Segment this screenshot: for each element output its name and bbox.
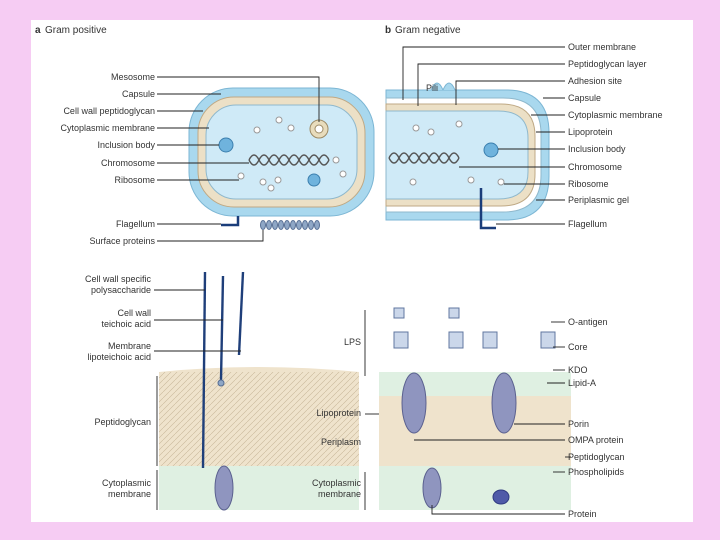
figure-panel: a Gram positive xyxy=(31,20,693,522)
label-flagellum-b: Flagellum xyxy=(568,219,607,229)
chromosome-b xyxy=(388,152,460,164)
leader-lines-b xyxy=(402,46,565,225)
label-pili: Pili xyxy=(426,83,438,93)
label-polysaccharide-2: polysaccharide xyxy=(91,285,151,295)
gram-positive-cell: a Gram positive xyxy=(35,25,375,246)
panel-a-letter: a xyxy=(35,25,41,36)
label-periplasm: Periplasm xyxy=(321,437,361,447)
flagellum-a xyxy=(221,216,240,227)
label-surface-proteins: Surface proteins xyxy=(89,236,155,246)
label-core: Core xyxy=(568,342,588,352)
ribosomes-b xyxy=(409,120,505,186)
label-capsule-a: Capsule xyxy=(122,89,155,99)
label-lipoteichoic-1: Membrane xyxy=(108,341,151,351)
leader-lines-a xyxy=(157,76,320,242)
gram-negative-wall: LPS Lipoprotein Periplasm Cytoplasmic me… xyxy=(312,307,625,519)
label-protein: Protein xyxy=(568,509,597,519)
label-cell-wall-peptidoglycan: Cell wall peptidoglycan xyxy=(63,106,155,116)
label-o-antigen: O-antigen xyxy=(568,317,608,327)
label-outer-membrane: Outer membrane xyxy=(568,42,636,52)
surface-proteins xyxy=(260,220,320,230)
label-flagellum-a: Flagellum xyxy=(116,219,155,229)
label-adhesion-site: Adhesion site xyxy=(568,76,622,86)
label-kdo: KDO xyxy=(568,365,588,375)
label-chromosome-b: Chromosome xyxy=(568,162,622,172)
label-peptidoglycan-layer: Peptidoglycan layer xyxy=(568,59,647,69)
label-cytoplasmic-membrane-wall-b-1: Cytoplasmic xyxy=(312,478,362,488)
bacteria-cell-wall-diagram: a Gram positive xyxy=(35,25,663,519)
lps-chains xyxy=(393,307,556,349)
label-cytoplasmic-membrane-wall-b-2: membrane xyxy=(318,489,361,499)
porin xyxy=(401,372,427,434)
panel-a-title: Gram positive xyxy=(45,25,107,36)
label-lipid-a: Lipid-A xyxy=(568,378,596,388)
label-polysaccharide-1: Cell wall specific xyxy=(85,274,152,284)
label-capsule-b: Capsule xyxy=(568,93,601,103)
label-lipoprotein-wall: Lipoprotein xyxy=(316,408,361,418)
gram-positive-wall: Cell wall specific polysaccharide Cell w… xyxy=(85,271,359,511)
ribosomes-a xyxy=(237,116,347,192)
label-mesosome: Mesosome xyxy=(111,72,155,82)
label-inclusion-body-a: Inclusion body xyxy=(97,140,155,150)
label-porin: Porin xyxy=(568,419,589,429)
inclusion-body-b xyxy=(483,142,499,158)
label-cytoplasmic-membrane-wall-a-1: Cytoplasmic xyxy=(102,478,152,488)
label-peptidoglycan-a: Peptidoglycan xyxy=(94,417,151,427)
label-chromosome-a: Chromosome xyxy=(101,158,155,168)
inclusion-body-a xyxy=(218,137,234,153)
leader-lines-wall-a xyxy=(154,289,241,510)
membrane-protein-a xyxy=(214,465,234,511)
pili xyxy=(430,82,456,91)
label-lps: LPS xyxy=(344,337,361,347)
label-lipoteichoic-2: lipoteichoic acid xyxy=(87,352,151,362)
membrane-bilayer-b xyxy=(379,466,571,510)
label-peptidoglycan-b: Peptidoglycan xyxy=(568,452,625,462)
gram-negative-cell: b Gram negative Pili Outer membrane Pept… xyxy=(385,25,663,230)
label-cytoplasmic-membrane-b: Cytoplasmic membrane xyxy=(568,110,663,120)
flagellum-b xyxy=(479,188,496,230)
panel-b-letter: b xyxy=(385,25,391,36)
label-cytoplasmic-membrane-a: Cytoplasmic membrane xyxy=(60,123,155,133)
label-inclusion-body-b: Inclusion body xyxy=(568,144,626,154)
label-teichoic-1: Cell wall xyxy=(117,308,151,318)
membrane-bilayer-a xyxy=(159,466,359,510)
label-teichoic-2: teichoic acid xyxy=(101,319,151,329)
label-ribosome-b: Ribosome xyxy=(568,179,609,189)
teichoic-acid-chains xyxy=(201,271,245,469)
label-periplasmic-gel: Periplasmic gel xyxy=(568,195,629,205)
label-ribosome-a: Ribosome xyxy=(114,175,155,185)
chromosome-a xyxy=(248,154,330,166)
label-lipoprotein-b: Lipoprotein xyxy=(568,127,613,137)
label-phospholipids: Phospholipids xyxy=(568,467,625,477)
label-cytoplasmic-membrane-wall-a-2: membrane xyxy=(108,489,151,499)
label-ompa-protein: OMPA protein xyxy=(568,435,623,445)
panel-b-title: Gram negative xyxy=(395,25,461,36)
leader-lines-wall-b xyxy=(364,310,571,515)
membrane-protein-b xyxy=(422,467,442,509)
